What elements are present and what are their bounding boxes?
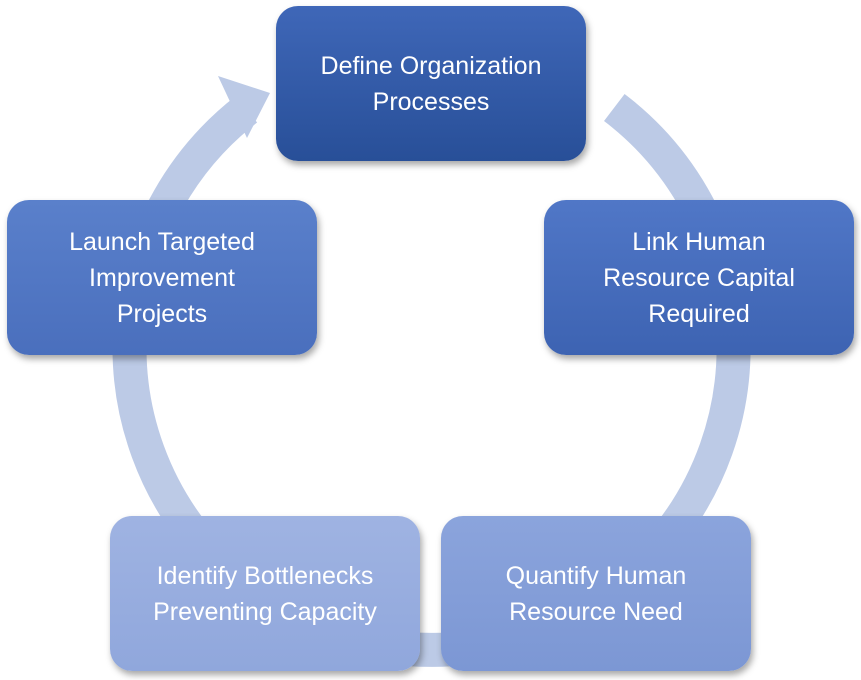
step-identify-bottlenecks: Identify Bottlenecks Preventing Capacity (110, 516, 420, 671)
step-label: Identify Bottlenecks Preventing Capacity (153, 561, 377, 626)
step-label: Link Human Resource Capital Required (603, 227, 795, 328)
step-launch-improvement-projects: Launch Targeted Improvement Projects (7, 200, 317, 355)
cycle-arrowhead (218, 76, 270, 138)
step-quantify-human-resource-need: Quantify Human Resource Need (441, 516, 751, 671)
step-label: Define Organization Processes (320, 51, 542, 116)
step-link-human-resource-capital: Link Human Resource Capital Required (544, 200, 854, 355)
step-label: Launch Targeted Improvement Projects (69, 227, 255, 328)
step-define-organization-processes: Define Organization Processes (276, 6, 586, 161)
step-label: Quantify Human Resource Need (505, 561, 687, 626)
